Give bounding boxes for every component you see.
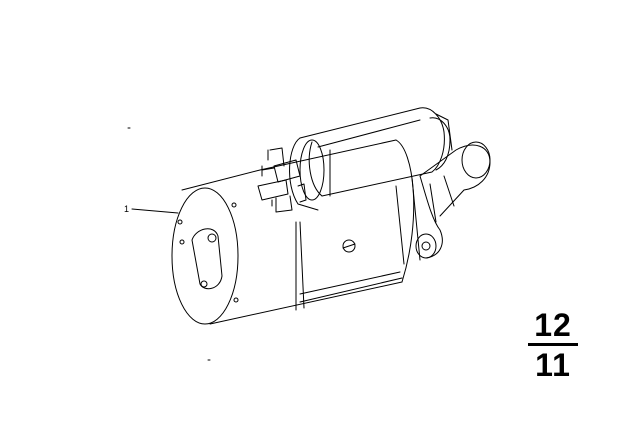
solenoid-terminals <box>257 147 307 213</box>
callout-leader-line <box>131 208 179 214</box>
section-subgroup-number: 11 <box>535 347 571 383</box>
solenoid <box>289 107 453 211</box>
section-divider <box>528 343 578 346</box>
callout-label-1: 1 <box>124 204 130 214</box>
section-number: 12 11 <box>528 307 578 383</box>
motor-body <box>171 139 421 325</box>
drive-housing <box>415 141 491 259</box>
end-cap <box>177 202 239 303</box>
stray-marks <box>127 127 211 361</box>
section-group-number: 12 <box>534 307 572 343</box>
